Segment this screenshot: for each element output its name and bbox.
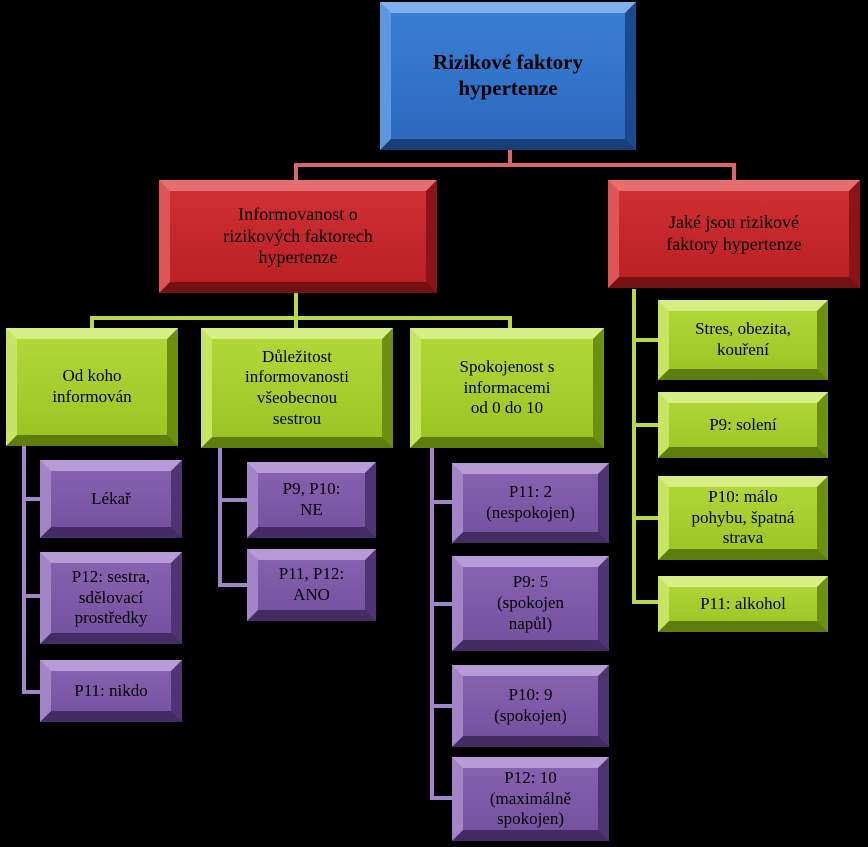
factor-label: P10: málo pohybu, špatná strava — [691, 486, 795, 548]
group-satisfaction-label: Spokojenost s informacemi od 0 do 10 — [459, 356, 555, 418]
root-label: Rizikové faktory hypertenze — [433, 50, 583, 100]
factor-item-2: P9: solení — [658, 392, 828, 458]
leaf-importance-2: P11, P12: ANO — [247, 549, 376, 621]
branch-node-risk-factors: Jaké jsou rizikové faktory hypertenze — [608, 180, 860, 288]
leaf-label: P10: 9 (spokojen) — [494, 685, 567, 725]
leaf-importance-1: P9, P10: NE — [247, 462, 376, 538]
leaf-label: P11, P12: ANO — [278, 564, 345, 604]
leaf-from-whom-2: P12: sestra, sdělovací prostředky — [40, 552, 182, 644]
leaf-satisfaction-2: P9: 5 (spokojen napůl) — [452, 556, 609, 651]
factor-item-3: P10: málo pohybu, špatná strava — [658, 476, 828, 560]
branch-info-connectors — [90, 293, 512, 328]
root-node: Rizikové faktory hypertenze — [380, 2, 636, 150]
leaf-label: P9: 5 (spokojen napůl) — [496, 572, 565, 633]
leaf-from-whom-1: Lékař — [40, 460, 182, 538]
root-connectors — [294, 150, 736, 180]
leaf-label: Lékař — [91, 488, 131, 508]
group-from-whom-label: Od koho informován — [52, 366, 132, 406]
branch-risk-factors-label: Jaké jsou rizikové faktory hypertenze — [666, 212, 802, 254]
factor-item-1: Stres, obezita, kouření — [658, 300, 828, 380]
leaf-satisfaction-4: P12: 10 (maximálně spokojen) — [452, 757, 609, 841]
leaf-label: P11: 2 (nespokojen) — [486, 482, 575, 522]
factor-label: P9: solení — [709, 414, 777, 434]
leaf-label: P12: sestra, sdělovací prostředky — [71, 566, 151, 628]
group-importance-label: Důležitost informovanosti všeobecnou ses… — [245, 346, 349, 428]
factor-label: P11: alkohol — [700, 593, 786, 613]
leaf-label: P11: nikdo — [74, 680, 148, 700]
factor-label: Stres, obezita, kouření — [695, 319, 791, 359]
group-node-from-whom: Od koho informován — [6, 328, 178, 446]
leaf-connectors — [22, 445, 454, 800]
group-node-importance: Důležitost informovanosti všeobecnou ses… — [201, 328, 393, 448]
leaf-from-whom-3: P11: nikdo — [40, 660, 182, 722]
factor-item-4: P11: alkohol — [658, 576, 828, 632]
group-node-satisfaction: Spokojenost s informacemi od 0 do 10 — [410, 328, 604, 448]
branch-factors-connectors — [632, 289, 660, 604]
leaf-satisfaction-1: P11: 2 (nespokojen) — [452, 463, 609, 543]
leaf-label: P9, P10: NE — [282, 479, 341, 519]
leaf-satisfaction-3: P10: 9 (spokojen) — [452, 665, 609, 747]
branch-node-information: Informovanost o rizikových faktorech hyp… — [159, 180, 437, 293]
branch-information-label: Informovanost o rizikových faktorech hyp… — [223, 203, 373, 268]
leaf-label: P12: 10 (maximálně spokojen) — [489, 767, 572, 829]
